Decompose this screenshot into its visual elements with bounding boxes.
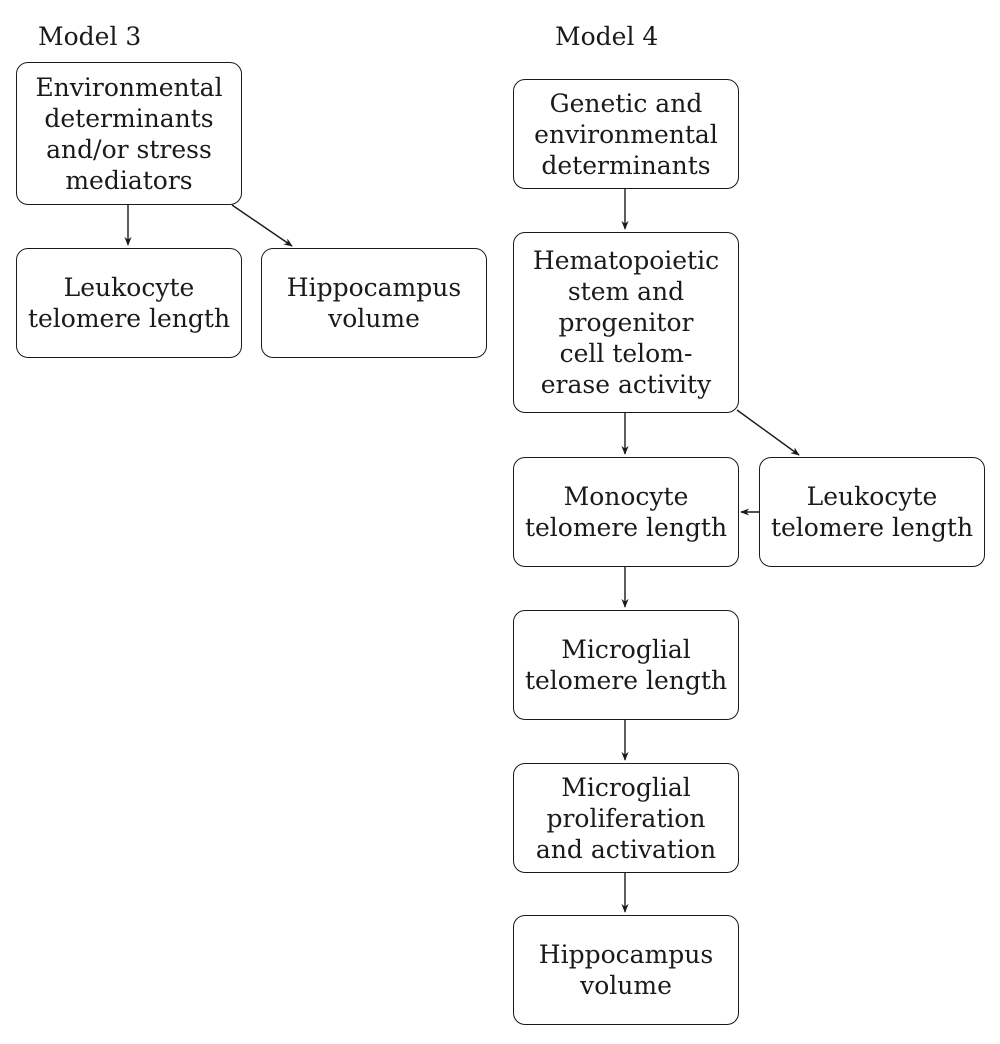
- node-label-line: proliferation: [546, 803, 706, 833]
- node-label-line: determinants: [44, 103, 214, 133]
- node-label-line: Hippocampus: [286, 273, 462, 302]
- node-label-line: Microglial: [561, 772, 691, 802]
- node-label-line: determinants: [541, 150, 711, 180]
- model-3-title: Model 3: [38, 22, 142, 51]
- model3-edge-env-to-hip: [231, 204, 293, 247]
- node-label-line: volume: [580, 971, 672, 1000]
- model-4-title: Model 4: [555, 22, 659, 51]
- node-label-line: volume: [328, 304, 420, 333]
- node-label-line: and activation: [535, 834, 717, 864]
- node-label-line: cell telom-: [559, 339, 693, 368]
- node-label-line: Hippocampus: [538, 940, 714, 969]
- node-label-line: erase activity: [540, 370, 712, 399]
- node-label-line: Leukocyte: [806, 482, 938, 511]
- node-label-line: telomere length: [27, 304, 231, 333]
- node-label-line: telomere length: [524, 513, 728, 542]
- node-label-line: progenitor: [558, 308, 694, 337]
- node-label-line: mediators: [65, 165, 193, 195]
- node-label-line: Leukocyte: [63, 273, 195, 302]
- node-label-line: Environmental: [35, 72, 223, 102]
- node-label-line: environmental: [534, 119, 718, 149]
- model4-edge-hsc-to-leuk: [736, 409, 800, 456]
- node-label-line: Genetic and: [549, 88, 703, 118]
- node-label-line: Microglial: [561, 635, 691, 664]
- node-label-line: Hematopoietic: [532, 246, 720, 275]
- node-label-line: telomere length: [524, 666, 728, 695]
- node-label-line: and/or stress: [46, 134, 212, 164]
- node-label-line: Monocyte: [563, 482, 689, 511]
- node-label-line: stem and: [567, 277, 685, 306]
- node-label-line: telomere length: [770, 513, 974, 542]
